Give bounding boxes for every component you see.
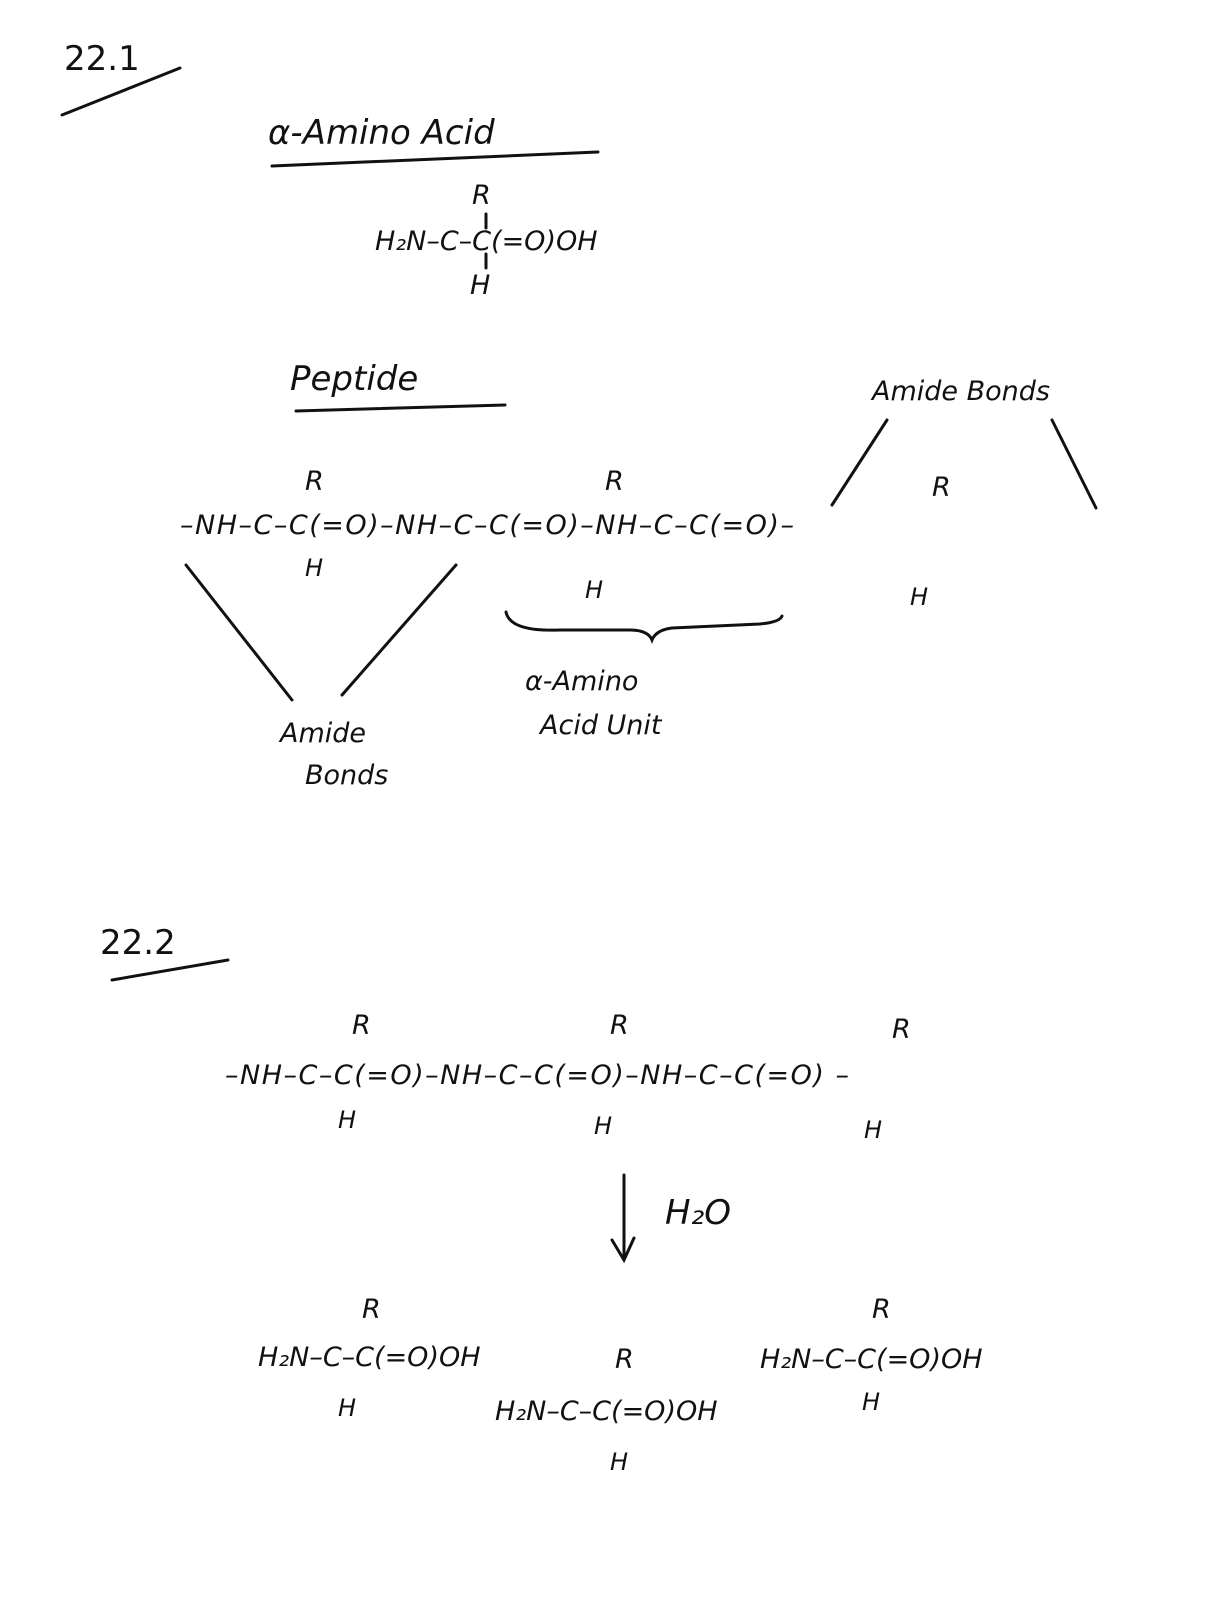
peptide-title: Peptide bbox=[290, 359, 419, 399]
amide-bonds-label-top: Amide Bonds bbox=[872, 376, 1050, 407]
product-3-h: H bbox=[862, 1388, 881, 1416]
amide-bond-pointer-top-right bbox=[1050, 418, 1098, 510]
peptide-r-3: R bbox=[932, 472, 951, 503]
amino-acid-unit-label-line2: Acid Unit bbox=[540, 710, 662, 741]
section1-number: 22.1 bbox=[64, 39, 140, 79]
peptide-title-underline bbox=[294, 403, 507, 413]
amino-acid-formula: H₂N–C–C(=O)OH bbox=[375, 226, 598, 257]
amide-bond-pointer-bottom-right bbox=[340, 563, 458, 697]
polypeptide-r-2: R bbox=[610, 1010, 629, 1041]
section2-number: 22.2 bbox=[100, 923, 176, 963]
product-1-r: R bbox=[362, 1294, 381, 1325]
amino-acid-h: H bbox=[470, 270, 491, 301]
amide-bond-pointer-top-left bbox=[830, 418, 889, 507]
product-2-formula: H₂N–C–C(=O)OH bbox=[495, 1396, 718, 1427]
product-1-h: H bbox=[338, 1394, 357, 1422]
polypeptide-r-3: R bbox=[892, 1014, 911, 1045]
polypeptide-h-3: H bbox=[864, 1116, 883, 1144]
peptide-h-1: H bbox=[305, 554, 324, 582]
polypeptide-chain: –NH–C–C(=O)–NH–C–C(=O)–NH–C–C(=O) – bbox=[225, 1060, 851, 1091]
product-3-r: R bbox=[872, 1294, 891, 1325]
amide-bonds-label-bottom-line2: Bonds bbox=[305, 760, 389, 791]
reaction-arrow-head bbox=[610, 1236, 636, 1264]
amide-bond-pointer-bottom-left bbox=[184, 563, 294, 702]
peptide-r-2: R bbox=[605, 466, 624, 497]
amino-acid-unit-label-line1: α-Amino bbox=[525, 666, 639, 697]
peptide-h-2: H bbox=[585, 576, 604, 604]
product-2-r: R bbox=[615, 1344, 634, 1375]
peptide-r-1: R bbox=[305, 466, 324, 497]
product-3-formula: H₂N–C–C(=O)OH bbox=[760, 1344, 983, 1375]
hydrolysis-reagent: H₂O bbox=[665, 1193, 731, 1233]
peptide-h-3: H bbox=[910, 583, 929, 611]
polypeptide-h-1: H bbox=[338, 1106, 357, 1134]
amino-acid-unit-brace bbox=[504, 610, 784, 645]
amino-acid-r: R bbox=[472, 180, 491, 211]
amino-acid-title-underline bbox=[270, 150, 600, 168]
product-2-h: H bbox=[610, 1448, 629, 1476]
polypeptide-h-2: H bbox=[594, 1112, 613, 1140]
amide-bonds-label-bottom-line1: Amide bbox=[280, 718, 367, 749]
polypeptide-r-1: R bbox=[352, 1010, 371, 1041]
peptide-chain: –NH–C–C(=O)–NH–C–C(=O)–NH–C–C(=O)– bbox=[180, 510, 796, 541]
amino-acid-title: α-Amino Acid bbox=[268, 113, 495, 153]
product-1-formula: H₂N–C–C(=O)OH bbox=[258, 1342, 481, 1373]
section1-number-underline bbox=[60, 66, 182, 117]
section2-number-underline bbox=[110, 958, 230, 982]
